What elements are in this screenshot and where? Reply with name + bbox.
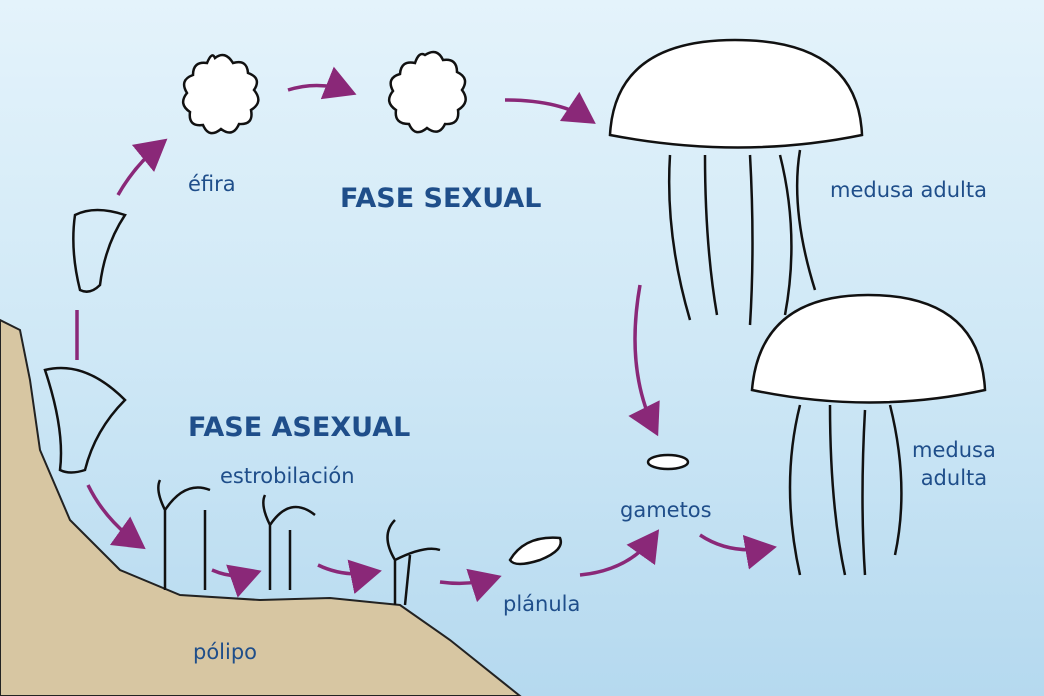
label-medusa-adulta-1: medusa adulta (830, 178, 987, 202)
label-efira: éfira (188, 172, 236, 196)
arrow-medusa-to-gametos (628, 284, 660, 437)
arrow-gametos-to-medusa (699, 533, 777, 570)
seabed-sand (0, 318, 522, 696)
medusa-adulta-bell-icon (608, 38, 864, 149)
medusa-adulta-2-tentacles-icon (788, 404, 903, 576)
gamete-icon (646, 453, 690, 471)
efira-2-icon (387, 50, 467, 134)
strobila-top-icon (72, 208, 127, 293)
label-polipo: pólipo (193, 640, 258, 664)
label-medusa-adulta-2: medusa adulta (912, 438, 996, 490)
arrow-strobila-to-efira (116, 138, 168, 196)
medusa-adulta-tentacles-icon (667, 149, 817, 326)
label-fase-asexual: FASE ASEXUAL (188, 412, 411, 443)
label-medusa-adulta-2-line1: medusa (912, 438, 996, 462)
polyp-2-icon (262, 494, 316, 590)
label-medusa-adulta-2-line2: adulta (920, 466, 988, 490)
polyp-3-icon (386, 519, 441, 606)
planula-icon (508, 536, 563, 566)
medusa-adulta-2-bell-icon (750, 293, 987, 404)
efira-icon (181, 53, 260, 135)
label-gametos: gametos (620, 498, 712, 522)
arrow-efira2-to-medusa (504, 91, 596, 124)
arrow-polyp-1-2 (211, 564, 262, 598)
strobila-icon (43, 366, 127, 474)
arrow-efira-to-efira2 (287, 66, 357, 100)
arrow-strobila-to-polyp (86, 484, 146, 550)
arrow-planula-to-gametos (579, 529, 660, 577)
label-planula: plánula (503, 592, 581, 616)
label-fase-sexual: FASE SEXUAL (340, 183, 542, 214)
arrow-polyp-to-planula (439, 568, 502, 603)
label-estrobilacion: estrobilación (220, 464, 355, 488)
polyp-1-icon (157, 479, 211, 590)
arrow-polyp-2-3 (317, 559, 382, 594)
